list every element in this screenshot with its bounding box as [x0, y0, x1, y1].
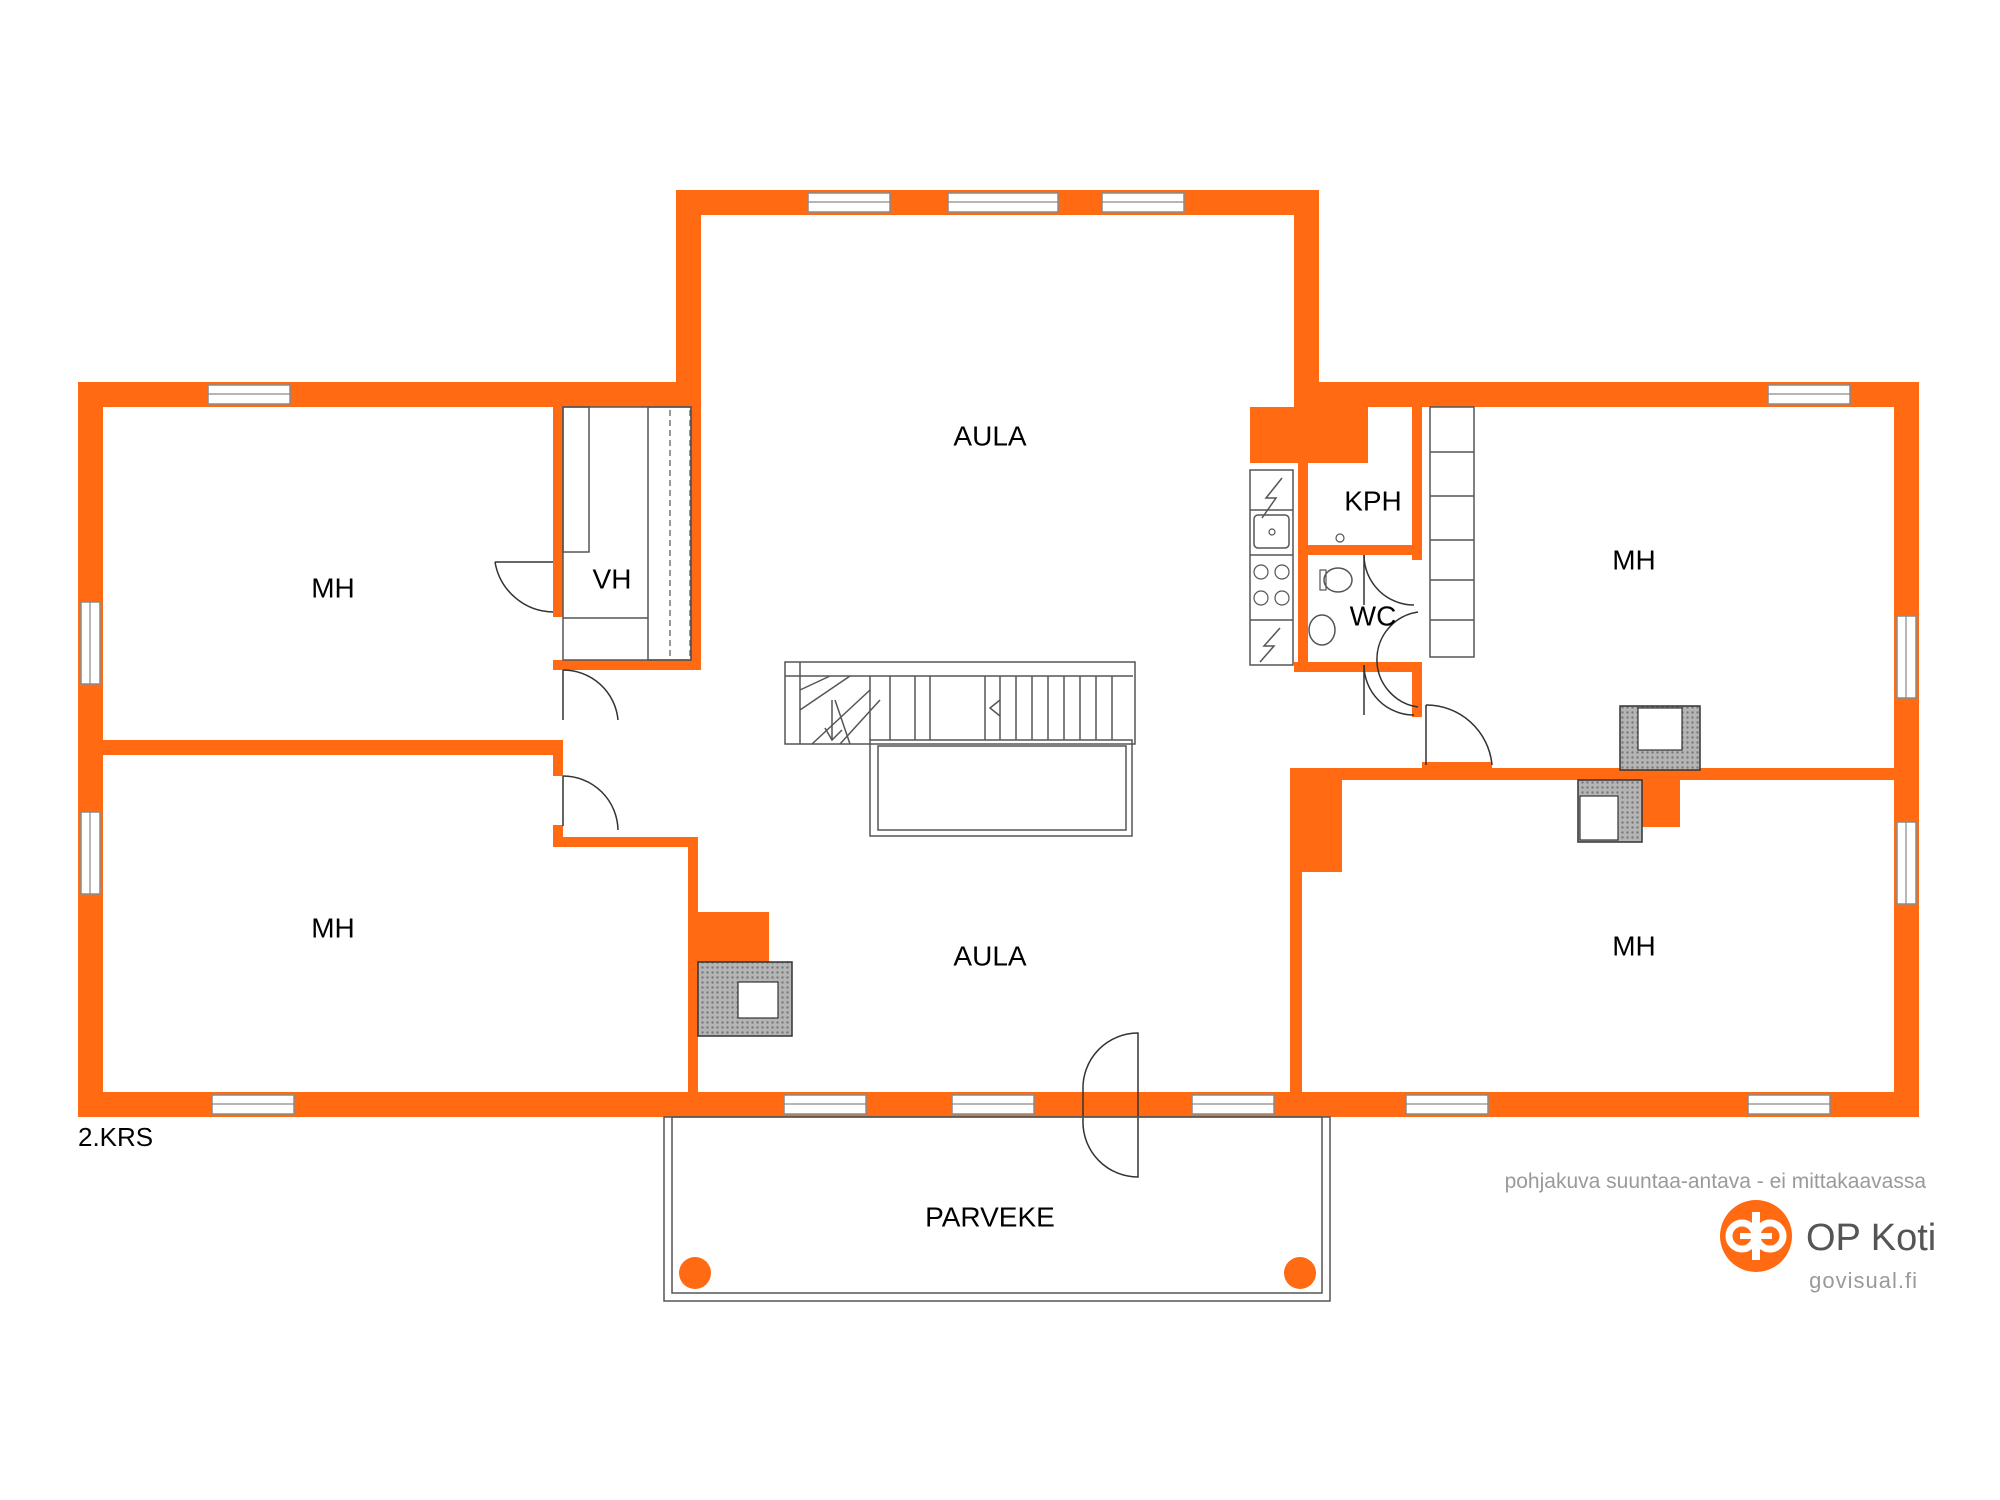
room-label-mh-top-left: MH [311, 572, 355, 603]
wc-fixtures [1308, 533, 1353, 646]
brand-name: OP Koti [1806, 1217, 1936, 1259]
room-label-aula-bottom: AULA [953, 940, 1026, 971]
interior-walls [103, 407, 1919, 1092]
room-label-mh-top-right: MH [1612, 544, 1656, 575]
windows [80, 192, 1917, 1115]
room-label-vh: VH [593, 563, 632, 594]
wardrobe-right [1429, 406, 1475, 658]
kitchenette [1249, 469, 1294, 666]
room-label-wc: WC [1350, 600, 1397, 631]
balcony [663, 1116, 1331, 1302]
brand-site: govisual.fi [1809, 1268, 1918, 1293]
op-logo-icon [1720, 1200, 1792, 1272]
doors [494, 554, 1493, 1178]
floor-label: 2.KRS [78, 1122, 153, 1152]
room-label-aula-top: AULA [953, 420, 1026, 451]
fireplaces [697, 705, 1701, 1037]
room-label-kph: KPH [1344, 485, 1402, 516]
disclaimer: pohjakuva suuntaa-antava - ei mittakaava… [1505, 1170, 1927, 1193]
outer-walls [78, 190, 1919, 1117]
room-label-mh-bottom-left: MH [311, 912, 355, 943]
staircase [784, 661, 1136, 837]
room-label-mh-bottom-right: MH [1612, 930, 1656, 961]
room-label-parveke: PARVEKE [925, 1201, 1055, 1232]
wardrobe-vh [562, 406, 692, 661]
